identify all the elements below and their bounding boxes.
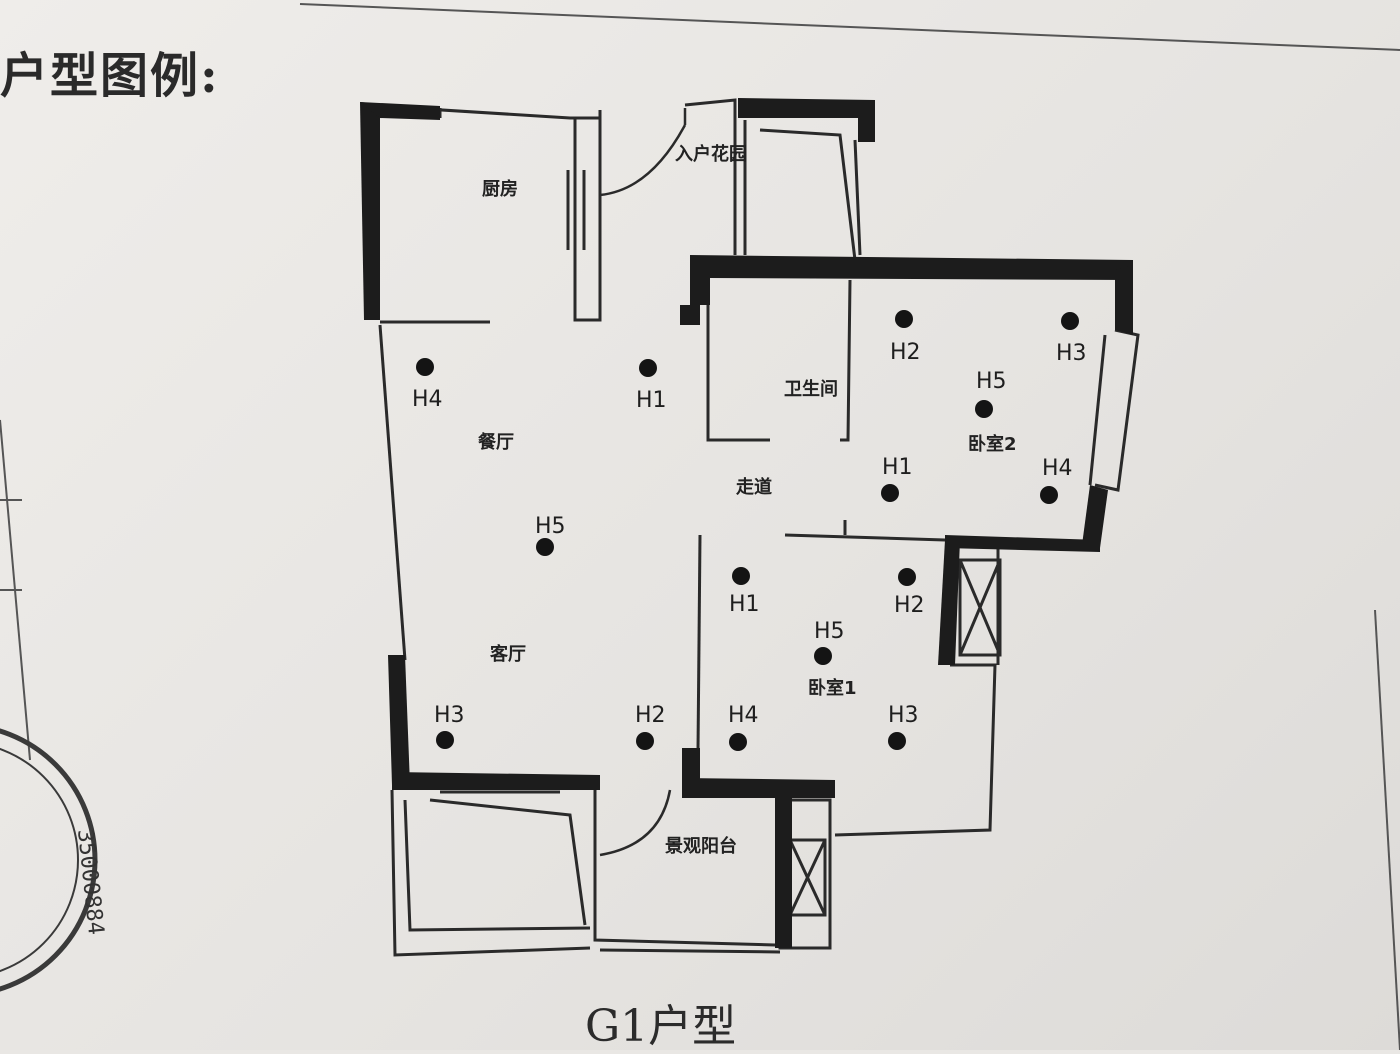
point-dot <box>536 538 554 556</box>
room-balcony: 景观阳台 <box>665 835 737 857</box>
point-dot <box>975 400 993 418</box>
page-heading: 户型图例: <box>0 48 220 104</box>
plan-title: G1户型 <box>585 1001 737 1052</box>
point-label: H4 <box>412 387 443 412</box>
point-label: H4 <box>728 703 759 728</box>
thick-walls <box>360 98 1133 948</box>
point-label: H5 <box>814 619 845 644</box>
point-dot <box>729 733 747 751</box>
point-dot <box>636 732 654 750</box>
room-kitchen: 厨房 <box>482 178 518 200</box>
room-labels: 厨房 入户花园 卫生间 餐厅 走道 卧室2 客厅 卧室1 景观阳台 <box>477 143 1017 857</box>
point-label: H1 <box>729 592 760 617</box>
page-frame-lines <box>0 3 1400 1050</box>
room-dining: 餐厅 <box>477 431 514 453</box>
door-swings <box>599 108 687 857</box>
seal-stamp: 35000884 <box>0 728 108 992</box>
point-label: H4 <box>1042 456 1073 481</box>
point-label: H3 <box>434 703 465 728</box>
point-dot <box>888 732 906 750</box>
point-dot <box>895 310 913 328</box>
point-label: H3 <box>1056 341 1087 366</box>
point-label: H2 <box>894 593 925 618</box>
point-dot <box>639 359 657 377</box>
point-dot <box>436 731 454 749</box>
point-dot <box>1061 312 1079 330</box>
point-dot <box>814 647 832 665</box>
measurement-points: H4 H1 H5 H3 H2 H2 H3 H5 H1 H4 H1 H2 H5 H… <box>412 310 1087 751</box>
point-dot <box>898 568 916 586</box>
point-label: H1 <box>882 455 913 480</box>
room-bathroom: 卫生间 <box>784 378 838 400</box>
room-bedroom2: 卧室2 <box>968 433 1017 455</box>
thin-walls <box>361 98 1140 957</box>
room-corridor: 走道 <box>736 476 772 498</box>
point-dot <box>416 358 434 376</box>
point-dot <box>1040 486 1058 504</box>
room-bedroom1: 卧室1 <box>808 677 857 699</box>
room-living: 客厅 <box>490 643 526 665</box>
point-label: H2 <box>890 340 921 365</box>
room-entry-garden: 入户花园 <box>675 143 747 165</box>
point-dot <box>732 567 750 585</box>
stamp-code: 35000884 <box>72 828 108 936</box>
point-label: H5 <box>535 514 566 539</box>
point-label: H5 <box>976 369 1007 394</box>
point-label: H1 <box>636 388 667 413</box>
point-label: H2 <box>635 703 666 728</box>
point-label: H3 <box>888 703 919 728</box>
point-dot <box>881 484 899 502</box>
